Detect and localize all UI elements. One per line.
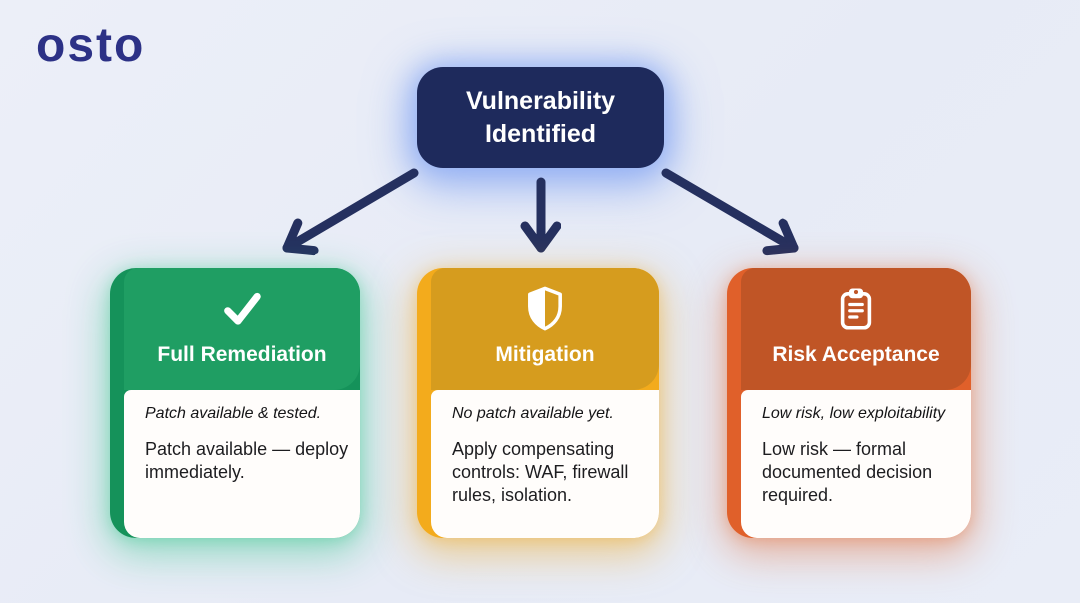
card-subtitle: No patch available yet. [452, 405, 614, 422]
root-node-vulnerability-identified: Vulnerability Identified [417, 67, 664, 168]
card-title: Full Remediation [157, 343, 327, 366]
card-full-remediation-body: Patch available & tested. Patch availabl… [124, 390, 360, 538]
card-risk-acceptance-body: Low risk, low exploitability Low risk — … [741, 390, 971, 538]
card-full-remediation-header: Full Remediation [124, 268, 360, 390]
connector-arrow-left [282, 168, 419, 248]
card-title: Mitigation [495, 343, 595, 366]
card-title: Risk Acceptance [772, 343, 940, 366]
card-subtitle: Low risk, low exploitability [762, 405, 946, 422]
card-mitigation-header: Mitigation [431, 268, 659, 390]
card-subtitle: Patch available & tested. [145, 405, 322, 422]
card-full-remediation: Full Remediation Patch available & teste… [110, 268, 360, 538]
card-risk-acceptance-header: Risk Acceptance [741, 268, 971, 390]
card-text: Apply compensating controls: WAF, firewa… [452, 439, 629, 505]
check-icon [224, 292, 261, 325]
card-mitigation-body: No patch available yet. Apply compensati… [431, 390, 659, 538]
clipboard-icon [840, 288, 872, 330]
card-text: Low risk — formal documented decision re… [762, 439, 933, 505]
card-risk-acceptance: Risk Acceptance Low risk, low exploitabi… [727, 268, 971, 538]
shield-icon [528, 286, 562, 331]
root-node-label: Vulnerability Identified [465, 87, 616, 148]
card-text: Patch available — deploy immediately. [145, 439, 349, 482]
card-mitigation: Mitigation No patch available yet. Apply… [417, 268, 659, 538]
connector-arrow-right [661, 168, 799, 248]
osto-logo: osto [36, 19, 146, 72]
